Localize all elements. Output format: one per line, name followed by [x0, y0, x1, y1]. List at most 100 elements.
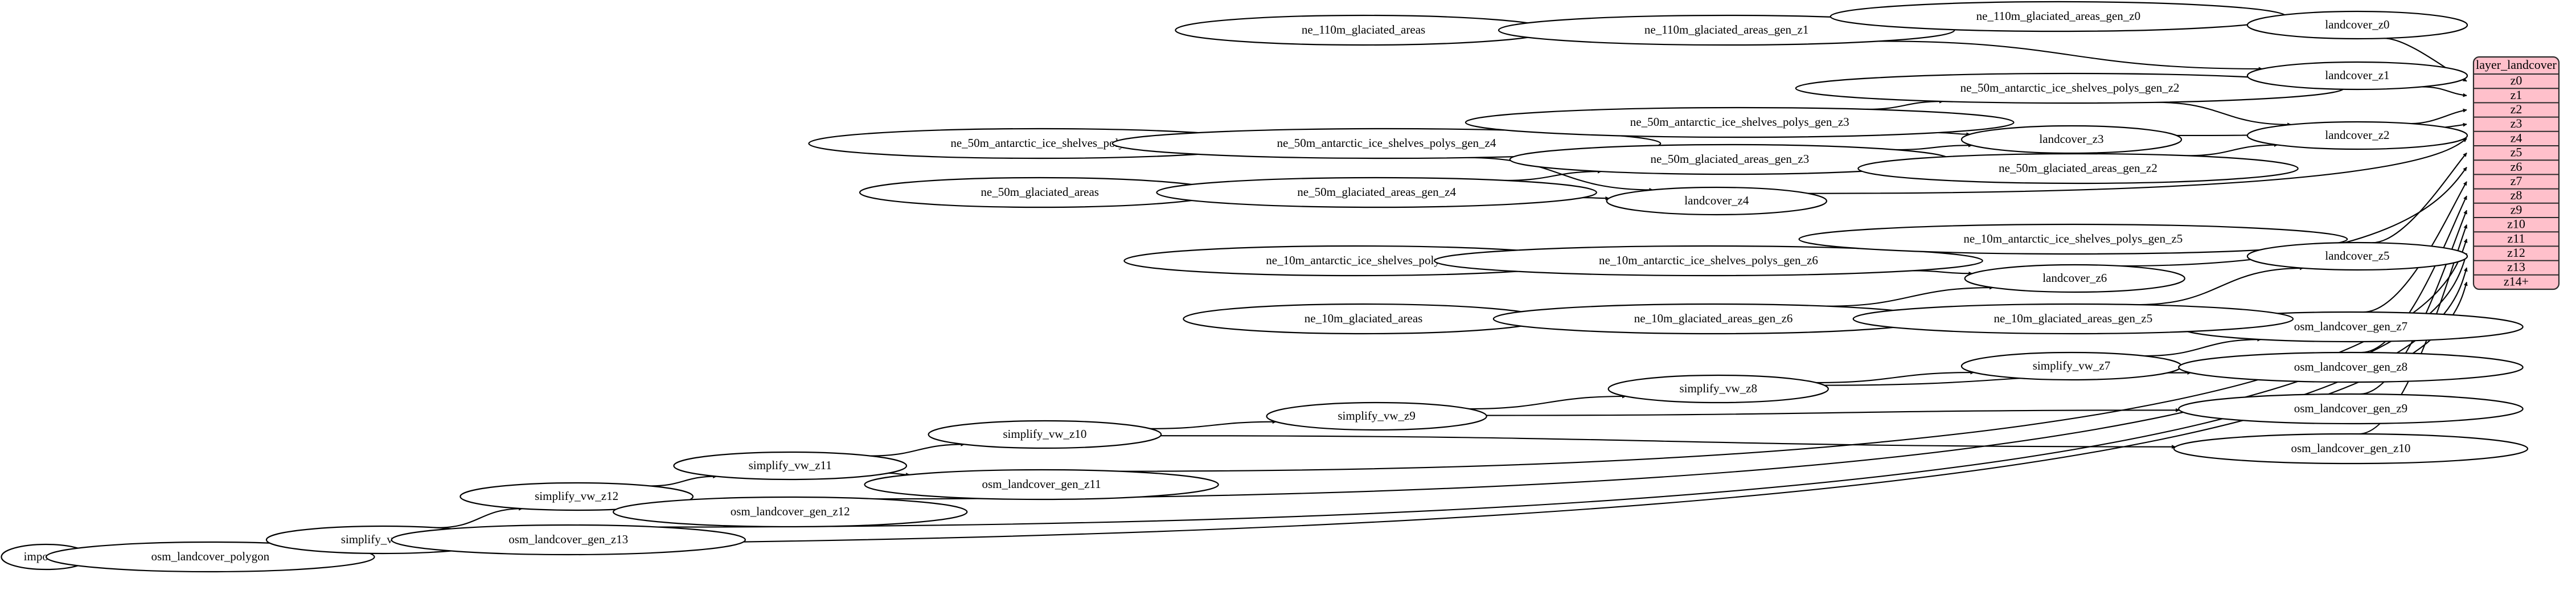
edge-ne_50m_glaciated_areas_gen_z3-to-landcover_z3 [1896, 143, 1972, 151]
node-shape [1857, 153, 2299, 184]
node-ne_50m_antarctic_ice_shelves_polys_gen_z3[interactable]: ne_50m_antarctic_ice_shelves_polys_gen_z… [1465, 106, 2015, 138]
edge-simplify_vw_z7-to-osm_landcover_gen_z7 [2144, 337, 2262, 357]
table-row-z0[interactable]: z0 [2511, 73, 2522, 88]
edge-simplify_vw_z8-to-simplify_vw_z7 [1816, 370, 1975, 383]
node-simplify_vw_z10[interactable]: simplify_vw_z10 [928, 420, 1162, 449]
node-shape [2178, 351, 2524, 383]
node-shape [2178, 393, 2524, 425]
node-shape [864, 469, 1219, 501]
table-row-z9[interactable]: z9 [2511, 202, 2522, 216]
edge-landcover_z6-to-layer_landcover_z6 [2119, 167, 2467, 267]
node-osm_landcover_gen_z13[interactable]: osm_landcover_gen_z13 [391, 524, 746, 556]
edge-ne_50m_antarctic_ice_shelves_polys_gen_z3-to-ne_50m_antarctic_ice_shelves_polys_gen_z2 [1866, 99, 1944, 110]
table-row-z12[interactable]: z12 [2507, 245, 2525, 260]
edge-osm_landcover_gen_z8-to-layer_landcover_z8 [2361, 195, 2467, 354]
nodes-layer: imposm3osm_landcover_polygonsimplify_vw_… [1, 1, 2529, 573]
node-osm_landcover_gen_z9[interactable]: osm_landcover_gen_z9 [2178, 393, 2524, 425]
node-shape [1798, 223, 2348, 255]
node-shape [1960, 125, 2183, 154]
table-row-z13[interactable]: z13 [2507, 260, 2525, 274]
node-ne_10m_glaciated_areas_gen_z5[interactable]: ne_10m_glaciated_areas_gen_z5 [1852, 303, 2294, 335]
table-row-z2[interactable]: z2 [2511, 102, 2522, 116]
edge-simplify_vw_z12-to-simplify_vw_z11 [650, 474, 717, 487]
edge-landcover_z4-to-layer_landcover_z4 [1808, 138, 2467, 194]
node-shape [1175, 14, 1552, 46]
node-shape [1266, 401, 1487, 431]
table-row-z10[interactable]: z10 [2507, 217, 2525, 231]
node-shape [1183, 303, 1544, 335]
node-shape [45, 541, 375, 573]
edge-osm_landcover_gen_z13-to-layer_landcover_z13 [658, 267, 2468, 528]
node-simplify_vw_z11[interactable]: simplify_vw_z11 [673, 451, 908, 481]
node-shape [2246, 10, 2468, 40]
node-simplify_vw_z7[interactable]: simplify_vw_z7 [1960, 351, 2183, 381]
node-landcover_z0[interactable]: landcover_z0 [2246, 10, 2468, 40]
edge-ne_10m_antarctic_ice_shelves_polys_gen_z6-to-landcover_z6 [1913, 270, 1973, 276]
table-row-z4[interactable]: z4 [2511, 130, 2522, 145]
table-row-z11[interactable]: z11 [2508, 231, 2525, 245]
node-shape [1465, 106, 2015, 138]
node-ne_50m_glaciated_areas_gen_z4[interactable]: ne_50m_glaciated_areas_gen_z4 [1156, 177, 1597, 208]
node-landcover_z5[interactable]: landcover_z5 [2246, 241, 2468, 271]
node-simplify_vw_z8[interactable]: simplify_vw_z8 [1607, 374, 1829, 404]
node-landcover_z3[interactable]: landcover_z3 [1960, 125, 2183, 154]
table-row-z3[interactable]: z3 [2511, 116, 2522, 130]
edge-ne_50m_glaciated_areas_gen_z4-to-ne_50m_glaciated_areas_gen_z3 [1505, 169, 1602, 181]
node-shape [1852, 303, 2294, 335]
node-shape [928, 420, 1162, 449]
node-shape [391, 524, 746, 556]
node-ne_50m_glaciated_areas_gen_z2[interactable]: ne_50m_glaciated_areas_gen_z2 [1857, 153, 2299, 184]
node-shape [2173, 433, 2529, 465]
node-osm_landcover_gen_z11[interactable]: osm_landcover_gen_z11 [864, 469, 1219, 501]
node-shape [1964, 264, 2185, 293]
edge-ne_50m_glaciated_areas_gen_z2-to-landcover_z2 [2187, 143, 2278, 157]
layer-landcover-table-header: layer_landcover [2476, 58, 2557, 72]
edge-simplify_vw_z13-to-simplify_vw_z12 [437, 506, 523, 528]
node-shape [673, 451, 908, 481]
node-ne_110m_glaciated_areas[interactable]: ne_110m_glaciated_areas [1175, 14, 1552, 46]
edge-ne_50m_antarctic_ice_shelves_polys_gen_z4-to-landcover_z4 [1467, 157, 1654, 192]
node-shape [1607, 374, 1829, 404]
node-osm_landcover_gen_z10[interactable]: osm_landcover_gen_z10 [2173, 433, 2529, 465]
table-row-z1[interactable]: z1 [2511, 88, 2522, 102]
node-landcover_z6[interactable]: landcover_z6 [1964, 264, 2185, 293]
node-landcover_z1[interactable]: landcover_z1 [2246, 61, 2468, 91]
node-shape [612, 496, 968, 528]
node-shape [1606, 186, 1828, 216]
node-shape [2246, 61, 2468, 91]
edge-landcover_z5-to-layer_landcover_z5 [2372, 152, 2467, 244]
node-ne_10m_glaciated_areas[interactable]: ne_10m_glaciated_areas [1183, 303, 1544, 335]
node-shape [1830, 1, 2287, 32]
node-shape [1111, 128, 1662, 159]
node-shape [1960, 351, 2183, 381]
table-row-z5[interactable]: z5 [2511, 145, 2522, 159]
node-shape [2246, 121, 2468, 150]
node-shape [1156, 177, 1597, 208]
table-row-z14plus[interactable]: z14+ [2504, 274, 2529, 288]
node-ne_110m_glaciated_areas_gen_z0[interactable]: ne_110m_glaciated_areas_gen_z0 [1830, 1, 2287, 32]
edge-simplify_vw_z10-to-osm_landcover_gen_z10 [1160, 435, 2176, 449]
layer-landcover-table-box [2472, 56, 2560, 290]
node-shape [460, 482, 694, 511]
node-shape [1433, 245, 1983, 277]
table-row-z7[interactable]: z7 [2511, 174, 2522, 188]
node-osm_landcover_gen_z12[interactable]: osm_landcover_gen_z12 [612, 496, 968, 528]
edge-landcover_z1-to-layer_landcover_z1 [2421, 86, 2467, 97]
node-simplify_vw_z9[interactable]: simplify_vw_z9 [1266, 401, 1487, 431]
edge-simplify_vw_z9-to-osm_landcover_gen_z9 [1486, 408, 2180, 416]
edge-ne_50m_antarctic_ice_shelves_polys_gen_z2-to-landcover_z2 [2155, 101, 2292, 127]
edge-ne_10m_glaciated_areas_gen_z6-to-landcover_z6 [1827, 285, 1993, 307]
node-osm_landcover_gen_z8[interactable]: osm_landcover_gen_z8 [2178, 351, 2524, 383]
edge-landcover_z2-to-layer_landcover_z2 [2411, 108, 2467, 125]
table-row-z6[interactable]: z6 [2511, 159, 2522, 174]
node-landcover_z4[interactable]: landcover_z4 [1606, 186, 1828, 216]
node-landcover_z2[interactable]: landcover_z2 [2246, 121, 2468, 150]
table-row-z8[interactable]: z8 [2511, 188, 2522, 202]
layer-landcover-table: layer_landcoverz0z1z2z3z4z5z6z7z8z9z10z1… [2472, 56, 2560, 290]
node-shape [2246, 241, 2468, 271]
edge-simplify_vw_z11-to-simplify_vw_z10 [870, 442, 965, 457]
edge-ne_110m_glaciated_areas_gen_z1-to-landcover_z1 [1878, 40, 2263, 71]
edge-ne_10m_glaciated_areas_gen_z5-to-landcover_z5 [2137, 266, 2304, 306]
